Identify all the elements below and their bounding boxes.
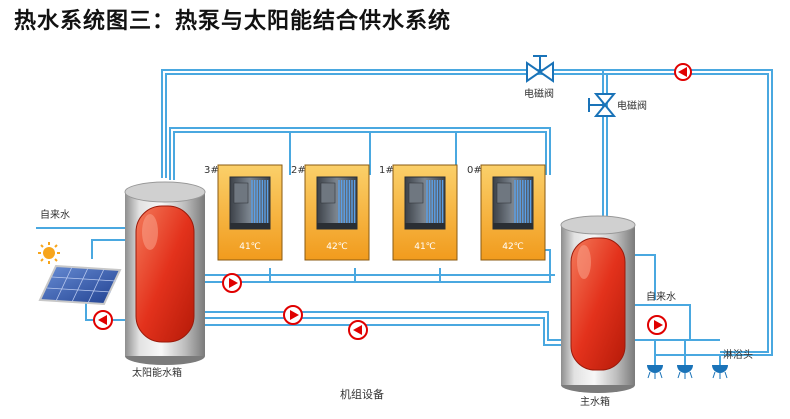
pump-tank-return[interactable] (348, 320, 368, 340)
heat-pump-unit[interactable]: 1# 41℃ (379, 164, 458, 261)
shower-label: 淋浴头 (723, 348, 753, 361)
unit-temperature: 41℃ (414, 242, 436, 252)
unit-id-label: 0# (467, 165, 482, 176)
solenoid-valve-top[interactable] (526, 55, 554, 83)
heat-pump-unit[interactable]: 0# 42℃ (467, 164, 546, 261)
shower-head-icon (712, 365, 728, 379)
valve-right-label: 电磁阀 (617, 99, 647, 112)
main-water-tank[interactable] (560, 215, 636, 393)
pump-unit-return[interactable] (222, 273, 242, 293)
unit-temperature: 42℃ (326, 242, 348, 252)
valve-top-label: 电磁阀 (524, 87, 554, 100)
heat-pump-unit[interactable]: 3# 41℃ (204, 164, 283, 261)
page-title: 热水系统图三：热泵与太阳能结合供水系统 (14, 8, 452, 33)
shower-head-icon (647, 365, 663, 379)
cold-water-left-label: 自来水 (40, 208, 70, 221)
solenoid-valve-right[interactable] (588, 93, 617, 117)
unit-group-label: 机组设备 (340, 387, 384, 401)
sun-icon (38, 242, 60, 264)
pump-top-right[interactable] (674, 63, 692, 81)
solar-panel (38, 264, 122, 306)
shower-head-icon (677, 365, 693, 379)
unit-id-label: 1# (379, 165, 394, 176)
heat-pump-units: 3# 41℃ 2# 42℃ 1# 41℃ 0# 42℃ (204, 164, 546, 261)
solar-tank-label: 太阳能水箱 (132, 366, 182, 379)
unit-id-label: 2# (291, 165, 306, 176)
pump-solar-loop[interactable] (93, 310, 113, 330)
shower-heads (647, 365, 728, 379)
unit-id-label: 3# (204, 165, 219, 176)
unit-temperature: 42℃ (502, 242, 524, 252)
pump-tank-forward[interactable] (283, 305, 303, 325)
solar-water-tank[interactable] (124, 181, 206, 365)
heat-pump-unit[interactable]: 2# 42℃ (291, 164, 370, 261)
unit-temperature: 41℃ (239, 242, 261, 252)
pump-shower[interactable] (647, 315, 667, 335)
cold-water-right-label: 自来水 (646, 290, 676, 303)
main-tank-label: 主水箱 (580, 395, 610, 408)
